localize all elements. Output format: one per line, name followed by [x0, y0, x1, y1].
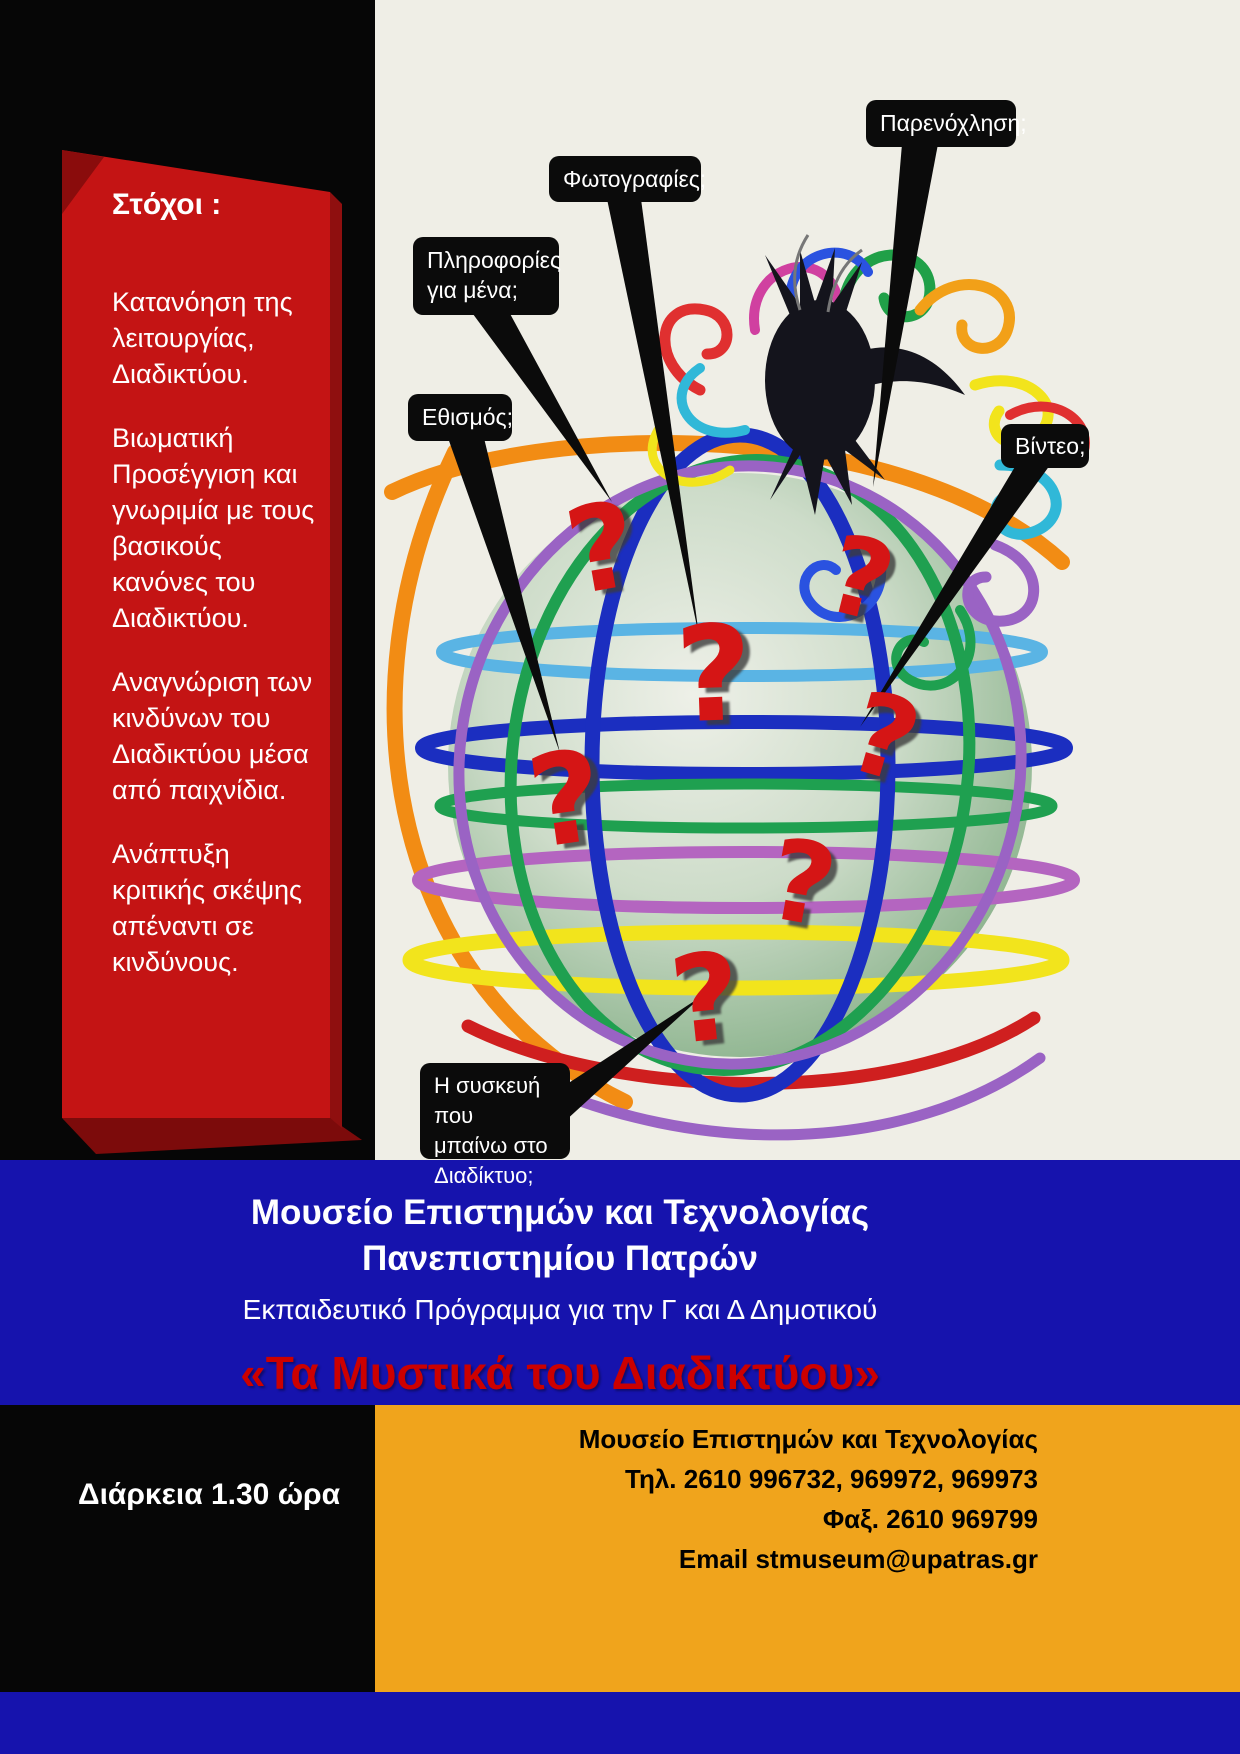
callout-personal-info-line1: Πληροφορίες [427, 247, 562, 273]
contact-block: Μουσείο Επιστημών και Τεχνολογίας Τηλ. 2… [375, 1405, 1240, 1692]
goal-item: Ανάπτυξη κριτικής σκέψης απέναντι σε κιν… [112, 839, 303, 977]
goals-panel: Στόχοι : Κατανόηση της λειτουργίας, Διαδ… [112, 188, 318, 1008]
illustration-background [375, 0, 1240, 1160]
goals-heading: Στόχοι : [112, 188, 222, 221]
program-title: «Τα Μυστικά του Διαδικτύου» [240, 1347, 880, 1399]
callout-device-line3: Διαδίκτυο; [434, 1163, 534, 1188]
callout-device-line1: Η συσκευή που [434, 1073, 541, 1128]
callout-device: Η συσκευή που μπαίνω στο Διαδίκτυο; [420, 1063, 570, 1188]
goal-item: Κατανόηση της λειτουργίας, Διαδικτύου. [112, 287, 293, 389]
callout-harassment: Παρενόχληση; [866, 100, 1027, 147]
callout-addiction: Εθισμός; [408, 394, 513, 441]
contact-phone: Τηλ. 2610 996732, 969972, 969973 [625, 1464, 1038, 1494]
question-mark: ? [664, 926, 748, 1073]
bottom-blue-strip [0, 1692, 1240, 1754]
callout-harassment-label: Παρενόχληση; [880, 110, 1027, 136]
goal-item: Βιωματική Προσέγγιση και γνωριμία με του… [112, 423, 315, 633]
callout-video: Βίντεο; [1001, 424, 1089, 468]
museum-name-line2: Πανεπιστημίου Πατρών [361, 1239, 759, 1278]
callout-photos: Φωτογραφίες; [549, 156, 706, 202]
museum-banner: Μουσείο Επιστημών και Τεχνολογίας Πανεπι… [0, 1160, 1240, 1405]
callout-personal-info-line2: για μένα; [427, 277, 518, 303]
contact-fax: Φαξ. 2610 969799 [822, 1504, 1038, 1534]
contact-email: Email stmuseum@upatras.gr [678, 1544, 1038, 1574]
question-mark: ? [673, 596, 755, 754]
callout-personal-info: Πληροφορίες για μένα; [413, 237, 562, 315]
callout-device-line2: μπαίνω στο [434, 1133, 548, 1158]
contact-museum-name: Μουσείο Επιστημών και Τεχνολογίας [578, 1424, 1038, 1454]
program-description: Εκπαιδευτικό Πρόγραμμα για την Γ και Δ Δ… [242, 1294, 878, 1325]
callout-addiction-label: Εθισμός; [422, 404, 513, 430]
duration-label: Διάρκεια 1.30 ώρα [78, 1478, 341, 1511]
museum-name-line1: Μουσείο Επιστημών και Τεχνολογίας [250, 1193, 870, 1232]
callout-photos-label: Φωτογραφίες; [563, 165, 707, 192]
goal-item: Αναγνώριση των κινδύνων του Διαδικτύου μ… [112, 667, 313, 805]
callout-video-label: Βίντεο; [1015, 432, 1086, 459]
